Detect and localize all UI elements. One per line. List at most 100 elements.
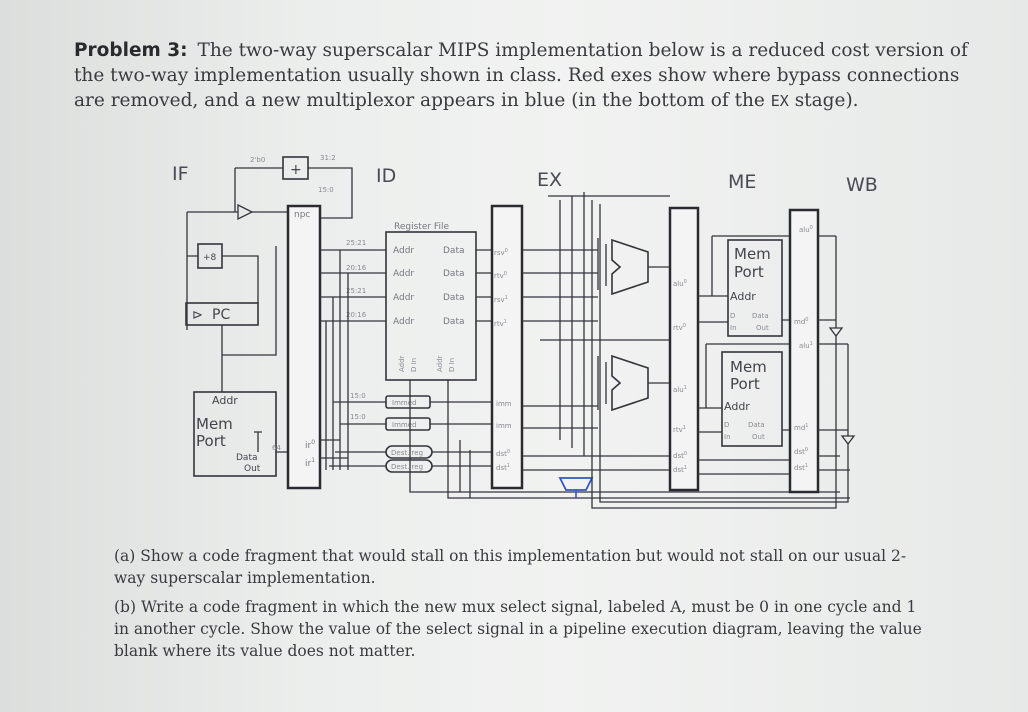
md1-wb-label: md1: [794, 423, 808, 432]
bits-label-31-2: 31:2: [320, 154, 336, 162]
rf-addr-0: Addr: [393, 246, 414, 256]
dmem1-in: In: [724, 433, 731, 441]
field-15-0-a: 15:0: [350, 392, 366, 400]
me-wires: [698, 235, 790, 475]
imem-out-label: Out: [244, 464, 261, 474]
plus8-wires: [187, 255, 259, 303]
rf-write-din-1: D In: [448, 358, 456, 372]
wb-wires: [818, 235, 849, 436]
problem-text-end: stage).: [788, 90, 859, 111]
alu0-wb-label: alu0: [799, 225, 813, 234]
field-15-0-b: 15:0: [350, 413, 366, 421]
data-memory-port-1: [721, 351, 783, 447]
alu1-me-label: alu1: [673, 385, 687, 394]
question-a: (a) Show a code fragment that would stal…: [114, 547, 907, 587]
alu0-me-label: alu0: [673, 279, 687, 288]
alu-0: [611, 238, 649, 296]
dmem1-out: Out: [752, 433, 765, 441]
dmem0-label-port: Port: [734, 263, 764, 281]
bypass-mux-bars: [597, 238, 607, 410]
if-wires: [186, 167, 353, 330]
rtv1-label: rtv1: [494, 319, 507, 328]
immed-label-1: Immed: [392, 421, 416, 429]
ex-output-wires: [522, 192, 670, 471]
dst0-me-label: dst0: [673, 451, 687, 460]
ir-out-wires: [320, 439, 348, 459]
adder-plus: +: [290, 162, 302, 178]
plus8-label: +8: [203, 253, 217, 263]
question-b: (b) Write a code fragment in which the n…: [114, 598, 922, 660]
rsv0-label: rsv0: [494, 248, 508, 257]
imem-cursor-glyph: [254, 431, 262, 452]
dst1-me-label: dst1: [673, 465, 687, 474]
pipeline-register-me-wb: [788, 208, 820, 494]
dst0-ex-label: dst0: [496, 449, 510, 458]
dmem0-label-mem: Mem: [734, 245, 771, 263]
problem-stage-word: EX: [770, 92, 789, 110]
imem-label-port: Port: [196, 432, 226, 450]
rtv0-label: rtv0: [494, 271, 507, 280]
stage-label-id: ID: [376, 165, 396, 187]
ir1-label: ir1: [305, 457, 315, 469]
problem-label: Problem 3:: [74, 40, 188, 61]
rf-addr-3: Addr: [393, 317, 414, 327]
stage-label-me: ME: [728, 171, 756, 193]
register-file-label: Register File: [394, 222, 449, 232]
immed-label-0: Immed: [392, 399, 416, 407]
rf-write-addr-0: Addr: [398, 355, 406, 372]
id-to-ex-wires: [430, 249, 492, 467]
stage-label-if: IF: [172, 163, 189, 185]
imem-label-mem: Mem: [196, 415, 233, 433]
dst1-ex-label: dst1: [496, 463, 510, 472]
dmem0-data: Data: [752, 312, 769, 320]
dst1-wb-label: dst1: [794, 463, 808, 472]
rf-addr-1: Addr: [393, 269, 414, 279]
instruction-memory: [193, 391, 277, 477]
pc-wires: [221, 246, 277, 392]
dmem1-addr: Addr: [724, 400, 750, 413]
dmem1-data: Data: [748, 421, 765, 429]
data-memory-port-0: [727, 239, 783, 337]
problem-text: The two-way superscalar MIPS implementat…: [74, 40, 968, 111]
bits-label-15-0-top: 15:0: [318, 186, 334, 194]
dmem0-out: Out: [756, 324, 769, 332]
rtv0-me-label: rtv0: [673, 323, 686, 332]
rf-data-3: Data: [443, 317, 465, 327]
rtv1-me-label: rtv1: [673, 425, 686, 434]
stage-label-wb: WB: [846, 174, 878, 196]
dest-reg-label-0: Dest. reg: [391, 449, 423, 457]
if-mux: [237, 203, 254, 221]
rf-write-din-0: D In: [410, 358, 418, 372]
pc-clock-marker: ⊳: [192, 308, 203, 323]
bits-label-2b0: 2'b0: [250, 156, 265, 164]
pipeline-register-id-ex: [490, 204, 524, 490]
alu1-wb-label: alu1: [799, 341, 813, 350]
dmem0-in: In: [730, 324, 737, 332]
bits-label-64: 64: [272, 444, 281, 452]
register-file: [385, 231, 477, 381]
problem-statement: Problem 3:The two-way superscalar MIPS i…: [74, 38, 984, 114]
new-mux-a: [558, 477, 594, 491]
imem-data-label: Data: [236, 453, 258, 463]
rf-data-0: Data: [443, 246, 465, 256]
pipeline-register-ex-me: [668, 206, 700, 492]
dmem1-d: D: [724, 421, 729, 429]
imem-addr-label: Addr: [212, 394, 238, 407]
rf-data-2: Data: [443, 293, 465, 303]
ir0-label: ir0: [305, 439, 315, 451]
dest-reg-label-1: Dest. reg: [391, 463, 423, 471]
dmem0-d: D: [730, 312, 735, 320]
wb-muxes: [828, 327, 856, 446]
rf-write-addr-1: Addr: [436, 355, 444, 372]
stage-label-ex: EX: [537, 169, 562, 191]
wb-return-wires: [591, 200, 850, 509]
pc-label: PC: [212, 307, 230, 323]
md0-wb-label: md0: [794, 317, 808, 326]
field-25-21-b: 25:21: [346, 287, 366, 295]
writeback-return-wires: [409, 380, 850, 499]
field-20-16-b: 20:16: [346, 311, 367, 319]
dmem0-addr: Addr: [730, 290, 756, 303]
dmem1-label-port: Port: [730, 375, 760, 393]
imm0-label: imm: [496, 400, 512, 408]
